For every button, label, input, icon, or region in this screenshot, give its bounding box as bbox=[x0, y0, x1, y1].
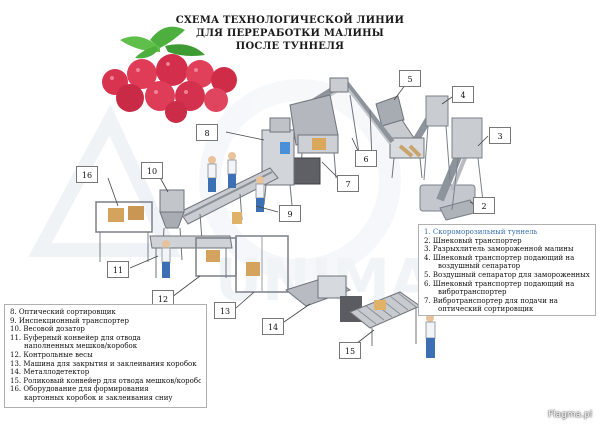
callout-4: 4 bbox=[452, 86, 474, 103]
legend-item: 6. Шнековый транспортер подающий на bbox=[424, 279, 575, 288]
box-forming-16 bbox=[95, 201, 153, 262]
callout-2: 2 bbox=[473, 197, 495, 214]
weighing-dispenser-10 bbox=[159, 189, 185, 261]
title-line-2: ДЛЯ ПЕРЕРАБОТКИ МАЛИНЫ bbox=[196, 28, 384, 39]
site-watermark: Flagma.pl bbox=[548, 410, 593, 420]
inclined-screw-3 bbox=[436, 117, 485, 211]
legend-item: 15. Роликовый конвейер для отвода мешков… bbox=[10, 376, 201, 385]
title-line-1: СХЕМА ТЕХНОЛОГИЧЕСКОЙ ЛИНИИ bbox=[175, 15, 405, 26]
legend-item: 12. Контрольные весы bbox=[10, 350, 93, 359]
legend-item: 2. Шнековый транспортер bbox=[424, 236, 522, 245]
callout-14: 14 bbox=[262, 318, 284, 335]
callout-8: 8 bbox=[196, 124, 218, 141]
legend-item: 10. Весовой дозатор bbox=[10, 325, 85, 334]
callout-13: 13 bbox=[214, 302, 236, 319]
legend-item: 4. Шнековый транспортер подающий на bbox=[424, 253, 575, 262]
legend-item: оптический сортировщик bbox=[438, 305, 534, 314]
callout-15: 15 bbox=[339, 342, 361, 359]
legend-item: 3. Разрыхлитель замороженной малины bbox=[424, 245, 574, 254]
legend-item: 1. Скороморозильный туннель bbox=[424, 228, 538, 236]
legend-item: вибротранспортер bbox=[438, 288, 507, 297]
optical-sorter-8 bbox=[261, 117, 295, 206]
legend-item: наполненных мешков/коробок bbox=[24, 342, 138, 351]
callout-16: 16 bbox=[76, 166, 98, 183]
legend-item: 14. Металлодетектор bbox=[10, 368, 90, 377]
callout-5: 5 bbox=[399, 70, 421, 87]
roller-conveyor-15 bbox=[349, 291, 422, 346]
callout-11: 11 bbox=[107, 261, 129, 278]
title-line-3: ПОСЛЕ ТУННЕЛЯ bbox=[235, 41, 345, 52]
screw-conveyor-2 bbox=[419, 184, 479, 221]
legend-item: 11. Буферный конвейер для отвода bbox=[10, 333, 141, 342]
legend-item: 8. Оптический сортировщик bbox=[10, 308, 116, 316]
buffer-conveyor-11 bbox=[149, 235, 233, 278]
diagram-title: СХЕМА ТЕХНОЛОГИЧЕСКОЙ ЛИНИИ ДЛЯ ПЕРЕРАБО… bbox=[160, 14, 420, 53]
legend-item: 16. Оборудование для формирования bbox=[10, 385, 149, 394]
vibro-transporter-7 bbox=[289, 94, 339, 185]
legend-item: 7. Вибротранспортер для подачи на bbox=[424, 296, 558, 305]
worker-figures bbox=[161, 152, 436, 358]
callout-12: 12 bbox=[152, 290, 174, 307]
legend-item: 13. Машина для закрытия и заклеивания ко… bbox=[10, 359, 197, 368]
legend-item: картонных коробок и заклеивания сниу bbox=[24, 393, 173, 402]
metal-detector-14 bbox=[284, 275, 362, 322]
legend-item: воздушный сепаратор bbox=[438, 262, 521, 271]
callout-10: 10 bbox=[141, 162, 163, 179]
legend-item: 5. Воздушный сепаратор для замороженных … bbox=[424, 270, 590, 279]
raspberry-illustration bbox=[102, 26, 237, 123]
callout-3: 3 bbox=[489, 127, 511, 144]
box-sealing-machine-13 bbox=[235, 235, 289, 293]
callout-9: 9 bbox=[279, 205, 301, 222]
callout-6: 6 bbox=[355, 150, 377, 167]
legend-item: 9. Инспекционный транспортер bbox=[10, 316, 129, 325]
callout-7: 7 bbox=[337, 175, 359, 192]
